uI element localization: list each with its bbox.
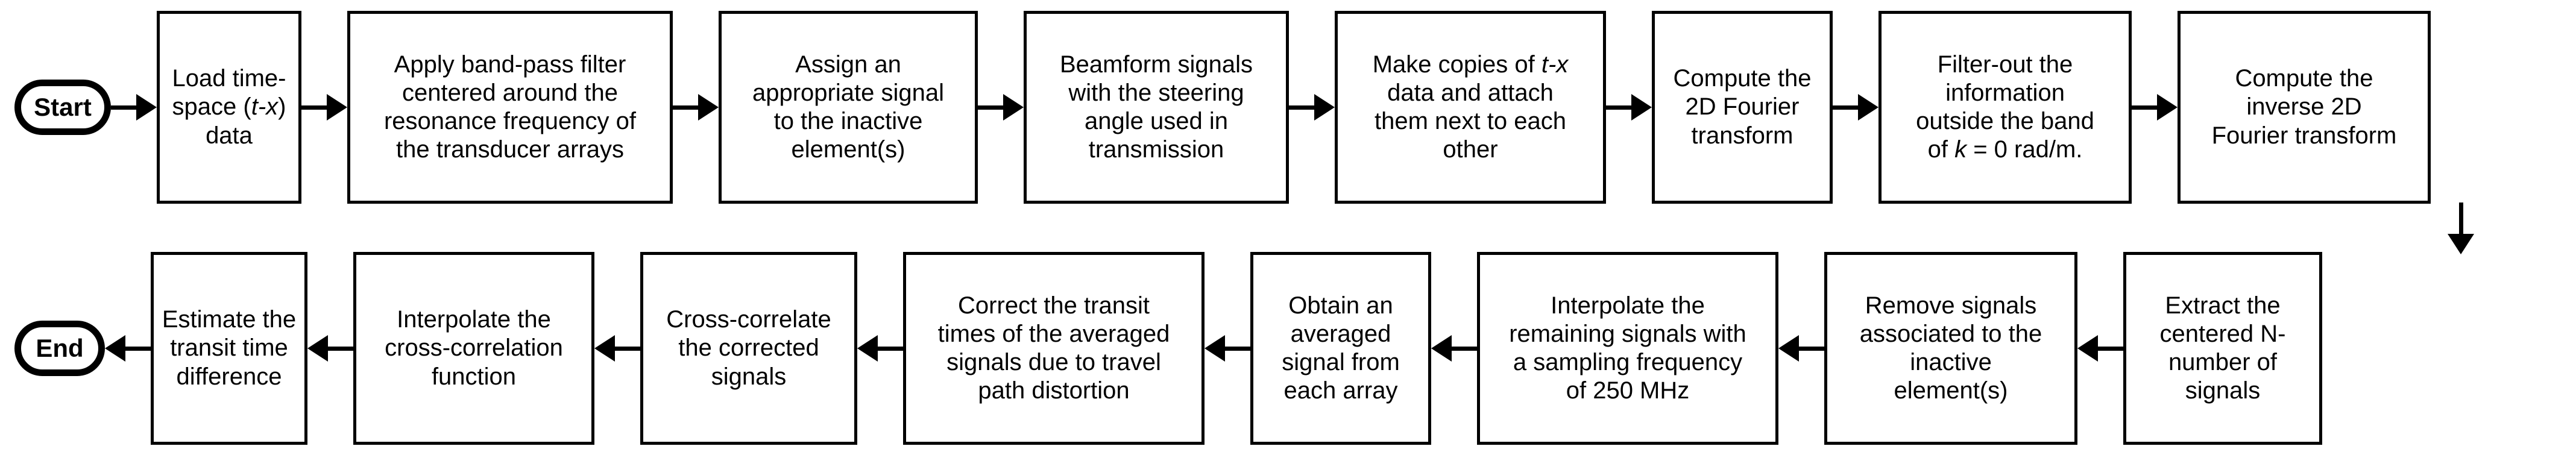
connector-average-to-correct-transit [1205,252,1250,445]
connector-estimate-to-end [105,321,151,376]
arrow-right-icon [1631,94,1652,121]
connector-shaft [301,105,327,110]
arrow-right-icon [2157,94,2178,121]
connector-interpolate-250-to-average [1431,252,1477,445]
node-load-data-label: Load time-space (t-x)data [172,65,286,149]
arrow-right-icon [1858,94,1878,121]
connector-shaft [1452,346,1477,351]
connector-start-to-load-data [111,80,157,135]
connector-assign-to-beamform [978,11,1024,204]
connector-shaft [978,105,1003,110]
connector-fourier-to-filter-out [1833,11,1878,204]
arrow-left-icon [857,335,878,362]
flowchart-top-row: Start Load time-space (t-x)data Apply ba… [0,11,2431,204]
arrow-left-icon [307,335,328,362]
connector-interpolate-xcorr-to-estimate [307,252,353,445]
connector-shaft [328,346,353,351]
connector-shaft [1606,105,1631,110]
arrow-left-icon [594,335,615,362]
connector-shaft [673,105,698,110]
connector-load-data-to-band-pass [301,11,347,204]
connector-band-pass-to-assign [673,11,719,204]
connector-shaft [1289,105,1314,110]
arrow-right-icon [1314,94,1335,121]
connector-shaft [878,346,903,351]
arrow-right-icon [698,94,719,121]
arrow-right-icon [136,94,157,121]
connector-shaft [125,346,151,351]
arrow-left-icon [2077,335,2098,362]
node-load-data[interactable]: Load time-space (t-x)data [157,11,301,204]
connector-inverse-to-extract [2448,203,2474,254]
arrow-left-icon [105,335,125,362]
connector-extract-to-remove-inactive [2077,252,2123,445]
connector-remove-inactive-to-interpolate-250 [1778,252,1824,445]
connector-shaft [615,346,640,351]
connector-correct-transit-to-cross-correlate [857,252,903,445]
connector-shaft [111,105,136,110]
arrow-right-icon [327,94,347,121]
connector-shaft [2458,203,2463,234]
connector-make-copies-to-fourier [1606,11,1652,204]
end-terminal[interactable]: End [14,321,105,376]
arrow-left-icon [1205,335,1225,362]
connector-cross-correlate-to-interpolate [594,252,640,445]
arrow-left-icon [1778,335,1799,362]
arrow-right-icon [1003,94,1024,121]
start-terminal[interactable]: Start [14,80,111,135]
connector-shaft [2132,105,2157,110]
start-terminal-label: Start [34,93,92,121]
connector-beamform-to-make-copies [1289,11,1335,204]
arrow-down-icon [2448,234,2474,254]
connector-shaft [1225,346,1250,351]
connector-filter-out-to-inverse [2132,11,2178,204]
arrow-left-icon [1431,335,1452,362]
connector-shaft [1799,346,1824,351]
connector-shaft [2098,346,2123,351]
end-terminal-label: End [36,334,84,362]
connector-shaft [1833,105,1858,110]
